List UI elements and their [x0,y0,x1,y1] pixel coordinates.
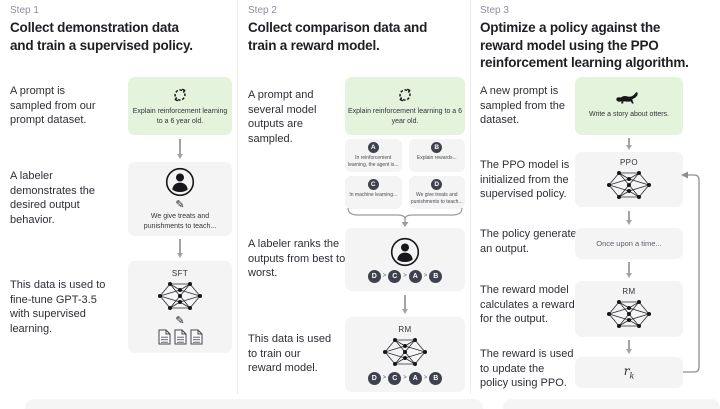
down-arrow-icon [623,211,635,225]
reward-value: rk [623,364,635,381]
step1-labeler-box: ✎ We give treats and punishments to teac… [128,162,232,236]
ppo-model-label: PPO [619,157,639,167]
rm-model-label: RM [398,324,412,334]
step3-prompt-caption: A new prompt is sampled from the dataset… [480,85,565,127]
output-card-c: C In machine learning... [345,176,402,209]
pencil-icon: ✎ [175,197,185,211]
brace-arrow-icon [347,207,463,227]
down-arrow-icon [623,262,635,278]
down-arrow-icon [174,139,186,159]
step1-sft-box: SFT ✎ [128,261,232,353]
step3-label: Step 3 [480,5,509,16]
step2-column: Step 2 Collect comparison data and train… [248,0,466,407]
step1-label: Step 1 [10,5,39,16]
neural-net-icon [607,299,651,329]
step2-rank-caption: A labeler ranks the outputs from best to… [248,238,346,280]
step3-output-box: Once upon a time... [575,228,683,259]
step2-heading: Collect comparison data and train a rewa… [248,20,428,53]
down-arrow-icon [623,340,635,354]
step3-output-text: Once upon a time... [596,239,662,248]
otter-icon [616,92,638,104]
step2-train-caption: This data is used to train our reward mo… [248,333,332,375]
step1-prompt-caption: A prompt is sampled from our prompt data… [10,85,96,127]
documents-icon [158,329,203,345]
labeler-icon [390,237,420,266]
output-card-d: D We give treats and punishments to teac… [408,176,465,209]
output-b-badge: B [431,142,443,153]
step1-finetune-caption: This data is used to fine-tune GPT-3.5 w… [10,279,106,335]
step1-labeler-text: We give treats and punishments to teach.… [143,212,217,230]
ranking-row: D > C > A > B [367,371,443,385]
step3-rm-box: RM [575,281,683,337]
output-d-badge: D [431,179,443,190]
output-card-b: B Explain rewards... [408,139,465,172]
output-c-badge: C [367,179,379,190]
model-outputs-grid: A In reinforcement learning, the agent i… [345,139,465,209]
step3-update-caption: The reward is used to update the policy … [480,348,574,390]
step2-prompt-text: Explain reinforcement learning to a 6 ye… [348,107,463,125]
pencil-icon: ✎ [175,314,185,327]
refresh-icon [174,88,186,102]
down-arrow-icon [399,295,411,314]
step1-labeler-caption: A labeler demonstrates the desired outpu… [10,170,95,226]
step2-prompt-box: Explain reinforcement learning to a 6 ye… [345,77,465,135]
step1-column: Step 1 Collect demonstration data and tr… [10,0,232,407]
step3-heading: Optimize a policy against the reward mod… [480,20,689,71]
neural-net-icon [158,281,202,311]
step3-prompt-text: Write a story about otters. [588,111,669,119]
down-arrow-icon [174,239,186,258]
step2-labeler-box: D > C > A > B [345,228,465,291]
refresh-icon [399,88,411,102]
feedback-loop-arrow-icon [681,171,700,373]
output-card-a: A In reinforcement learning, the agent i… [345,139,402,172]
step2-prompt-caption: A prompt and several model outputs are s… [248,89,317,145]
neural-net-icon [383,337,427,366]
next-section-card-edge [503,399,720,409]
step3-column: Step 3 Optimize a policy against the rew… [480,0,720,407]
step1-prompt-text: Explain reinforcement learning to a 6 ye… [132,107,228,125]
step2-label: Step 2 [248,5,277,16]
labeler-icon [165,167,195,196]
output-a-badge: A [367,142,379,153]
sft-model-label: SFT [171,269,189,278]
neural-net-icon [607,170,651,199]
column-divider [237,0,238,394]
next-section-card-edge [25,399,483,409]
step1-prompt-box: Explain reinforcement learning to a 6 ye… [128,77,232,135]
rm-model-label: RM [622,287,636,296]
step3-reward-value-box: rk [575,357,683,388]
step1-heading: Collect demonstration data and train a s… [10,20,193,53]
step3-init-caption: The PPO model is initialized from the su… [480,159,570,201]
down-arrow-icon [623,138,635,150]
step3-prompt-box: Write a story about otters. [575,77,683,135]
step2-rm-box: RM D > C > A > B [345,317,465,392]
step3-ppo-box: PPO [575,152,683,207]
step3-output-caption: The policy generates an output. [480,228,583,255]
column-divider [470,0,471,394]
step3-reward-caption: The reward model calculates a reward for… [480,284,575,326]
ranking-row: D > C > A > B [367,269,443,283]
